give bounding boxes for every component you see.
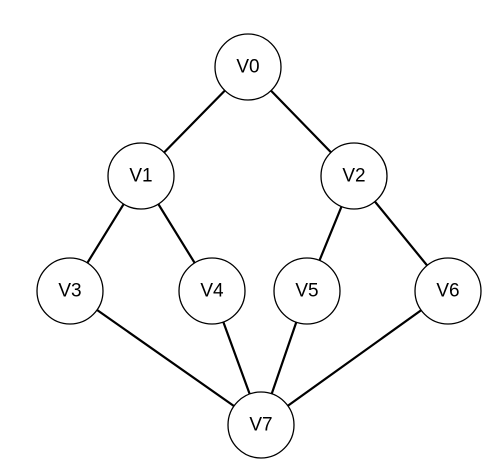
node-circle-v0 xyxy=(214,33,282,101)
node-label-v2: V2 xyxy=(342,166,365,187)
node-circle-v7 xyxy=(227,391,295,459)
node-v6: V6 xyxy=(414,257,482,325)
node-v1: V1 xyxy=(107,142,175,210)
node-v5: V5 xyxy=(273,257,341,325)
node-label-v1: V1 xyxy=(129,166,152,187)
node-circle-v5 xyxy=(273,257,341,325)
node-v0: V0 xyxy=(214,33,282,101)
edge-layer xyxy=(68,65,450,427)
node-label-v6: V6 xyxy=(436,281,459,302)
node-circle-v4 xyxy=(178,257,246,325)
edge-v6-v7 xyxy=(259,289,450,427)
node-label-v4: V4 xyxy=(200,281,224,302)
node-v7: V7 xyxy=(227,391,295,459)
node-label-v0: V0 xyxy=(236,57,259,78)
node-v4: V4 xyxy=(178,257,246,325)
node-circle-v1 xyxy=(107,142,175,210)
node-v2: V2 xyxy=(320,142,388,210)
node-circle-v2 xyxy=(320,142,388,210)
node-label-v5: V5 xyxy=(295,281,318,302)
node-circle-v3 xyxy=(36,257,104,325)
node-circle-v6 xyxy=(414,257,482,325)
node-label-v7: V7 xyxy=(249,415,272,436)
node-v3: V3 xyxy=(36,257,104,325)
node-label-v3: V3 xyxy=(58,281,81,302)
edge-v3-v7 xyxy=(68,289,263,427)
